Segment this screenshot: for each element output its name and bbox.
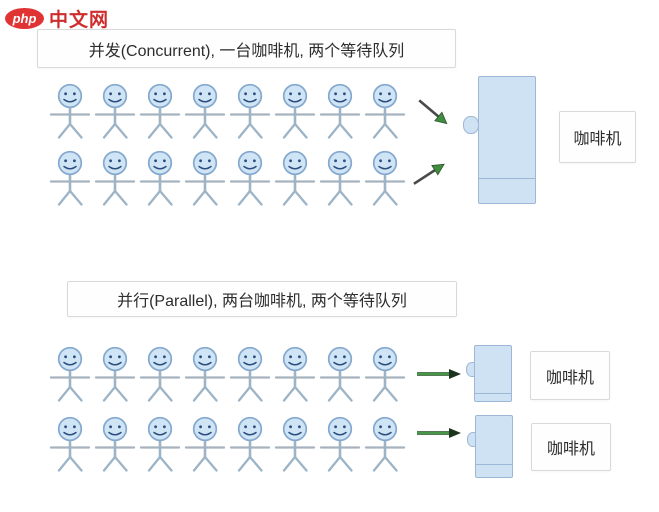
coffee-machine-shape (478, 76, 536, 204)
person-figure (49, 83, 91, 139)
site-name: 中文网 (49, 10, 110, 31)
person-figure (184, 346, 226, 402)
person-figure (229, 150, 271, 206)
person-figure (94, 416, 136, 472)
machine-knob (463, 116, 479, 134)
person-figure (49, 416, 91, 472)
machine-base-line (479, 178, 535, 179)
site-logo[interactable]: php 中文网 (5, 5, 109, 32)
person-figure (139, 416, 181, 472)
concurrent-queue-1 (48, 83, 407, 139)
coffee-machine-label: 咖啡机 (531, 423, 611, 471)
person-figure (364, 346, 406, 402)
coffee-machine-label: 咖啡机 (530, 351, 610, 400)
person-figure (274, 346, 316, 402)
coffee-machine-label: 咖啡机 (559, 111, 636, 163)
person-figure (94, 83, 136, 139)
concurrent-title: 并发(Concurrent), 一台咖啡机, 两个等待队列 (37, 29, 456, 68)
person-figure (319, 346, 361, 402)
person-figure (94, 150, 136, 206)
person-figure (364, 150, 406, 206)
parallel-queue-2 (48, 416, 407, 472)
machine-base-line (475, 393, 511, 394)
concurrent-queue-2 (48, 150, 407, 206)
person-figure (319, 83, 361, 139)
person-figure (49, 150, 91, 206)
coffee-machine-shape (475, 415, 513, 478)
person-figure (229, 83, 271, 139)
arrow-up-right-icon (409, 157, 450, 191)
person-figure (184, 83, 226, 139)
php-logo-icon: php (5, 8, 44, 29)
person-figure (319, 416, 361, 472)
person-figure (364, 416, 406, 472)
parallel-title: 并行(Parallel), 两台咖啡机, 两个等待队列 (67, 281, 457, 317)
person-figure (94, 346, 136, 402)
person-figure (229, 346, 271, 402)
person-figure (139, 83, 181, 139)
person-figure (184, 150, 226, 206)
parallel-queue-1 (48, 346, 407, 402)
person-figure (229, 416, 271, 472)
coffee-machine-shape (474, 345, 512, 402)
arrow-right-icon (416, 366, 462, 382)
person-figure (319, 150, 361, 206)
person-figure (274, 83, 316, 139)
arrow-right-icon (416, 425, 462, 441)
arrow-down-right-icon (413, 94, 452, 131)
person-figure (364, 83, 406, 139)
machine-base-line (476, 464, 512, 465)
person-figure (139, 150, 181, 206)
person-figure (49, 346, 91, 402)
person-figure (184, 416, 226, 472)
person-figure (274, 150, 316, 206)
person-figure (139, 346, 181, 402)
person-figure (274, 416, 316, 472)
